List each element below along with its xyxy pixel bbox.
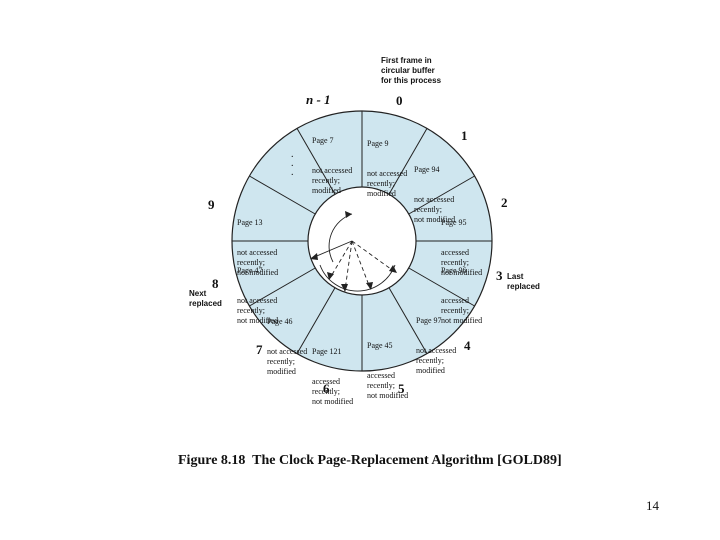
- frame-5-status: accessed recently; not modified: [367, 371, 409, 400]
- frame-divider: [249, 175, 316, 215]
- first-frame-note: First frame in circular buffer for this …: [381, 56, 442, 85]
- figure-caption: Figure 8.18 The Clock Page-Replacement A…: [178, 453, 562, 468]
- frame-7-status: not accessed recently; modified: [267, 347, 308, 376]
- frame-6: Page 121 accessed recently; not modified: [312, 327, 353, 417]
- pointer-dashed-1: [329, 240, 353, 279]
- frame-9-page: Page 13: [237, 218, 263, 227]
- frame-1: Page 94 not accessed recently; not modif…: [414, 145, 455, 235]
- pointer-dashed-3: [351, 240, 371, 289]
- next-replaced-note: Next replaced: [189, 289, 222, 308]
- arrow-head-dashed-3: [366, 282, 373, 290]
- frame-0-status: not accessed recently; modified: [367, 169, 408, 198]
- frame-divider: [408, 175, 475, 215]
- frame-8-page: Page 47: [237, 266, 263, 275]
- frame-number-6: 6: [323, 381, 330, 396]
- frame-number-n-minus-1: n - 1: [306, 92, 331, 107]
- frame-number-0: 0: [396, 93, 403, 108]
- frame-number-5: 5: [398, 381, 405, 396]
- arrow-head-next: [310, 253, 318, 260]
- arrow-head-dashed-2: [341, 284, 348, 292]
- frame-dividers: [232, 111, 492, 371]
- arrow-head-dashed-1: [327, 272, 334, 280]
- frame-7-page: Page 46: [267, 317, 293, 326]
- pointer-dashed-2: [344, 240, 353, 291]
- hub-arc-lower: [319, 264, 396, 292]
- frame-number-2: 2: [501, 195, 508, 210]
- frame-4-status: not accessed recently; modified: [416, 346, 457, 375]
- pointer-dashed-4: [351, 240, 396, 273]
- frame-7: Page 46 not accessed recently; modified: [267, 297, 307, 387]
- frame-divider: [388, 287, 428, 354]
- frame-6-page: Page 121: [312, 347, 342, 356]
- frame-9: Page 13 not accessed recently; not modif…: [237, 198, 278, 288]
- frame-2-page: Page 95: [441, 218, 467, 227]
- frame-number-7: 7: [256, 342, 263, 357]
- frame-divider: [249, 267, 316, 307]
- frame-number-3: 3: [496, 268, 503, 283]
- frame-8-status: not accessed recently; not modified: [237, 296, 279, 325]
- frame-4: Page 97 not accessed recently; modified: [416, 296, 456, 386]
- frame-1-status: not accessed recently; not modified: [414, 195, 456, 224]
- frame-8: Page 47 not accessed recently; not modif…: [237, 246, 278, 336]
- arrow-head-dashed-4: [389, 265, 397, 273]
- frame-0: Page 9 not accessed recently; modified: [367, 119, 407, 209]
- frame-5: Page 45 accessed recently; not modified: [367, 321, 408, 411]
- frame-divider: [388, 128, 428, 195]
- frame-3-page: Page 96: [441, 266, 467, 275]
- last-replaced-note: Last replaced: [507, 272, 540, 291]
- pointer-next-line: [311, 240, 353, 259]
- frame-number-9: 9: [208, 197, 215, 212]
- frame-n-minus-1: Page 7 not accessed recently; modified: [312, 116, 352, 206]
- frame-3: Page 96 accessed recently; not modified: [441, 246, 482, 336]
- frame-number-4: 4: [464, 338, 471, 353]
- ellipsis-dots: . . .: [291, 149, 294, 178]
- frame-1-page: Page 94: [414, 165, 440, 174]
- frame-6-status: accessed recently; not modified: [312, 377, 354, 406]
- frame-9-status: not accessed recently; not modified: [237, 248, 279, 277]
- frame-4-page: Page 97: [416, 316, 442, 325]
- frame-5-page: Page 45: [367, 341, 393, 350]
- frame-2: Page 95 accessed recently; not modified: [441, 198, 482, 288]
- frame-divider: [296, 128, 336, 195]
- frame-n-minus-1-status: not accessed recently; modified: [312, 166, 353, 195]
- frame-number-1: 1: [461, 128, 468, 143]
- page-number: 14: [646, 498, 659, 513]
- frame-number-8: 8: [212, 276, 219, 291]
- arrow-heads: [310, 211, 397, 292]
- arrow-head-rotation: [345, 211, 352, 218]
- frame-0-page: Page 9: [367, 139, 389, 148]
- frame-2-status: accessed recently; not modified: [441, 248, 483, 277]
- frame-3-status: accessed recently; not modified: [441, 296, 483, 325]
- frame-divider: [296, 287, 336, 354]
- frame-n-minus-1-page: Page 7: [312, 136, 334, 145]
- frame-divider: [408, 267, 475, 307]
